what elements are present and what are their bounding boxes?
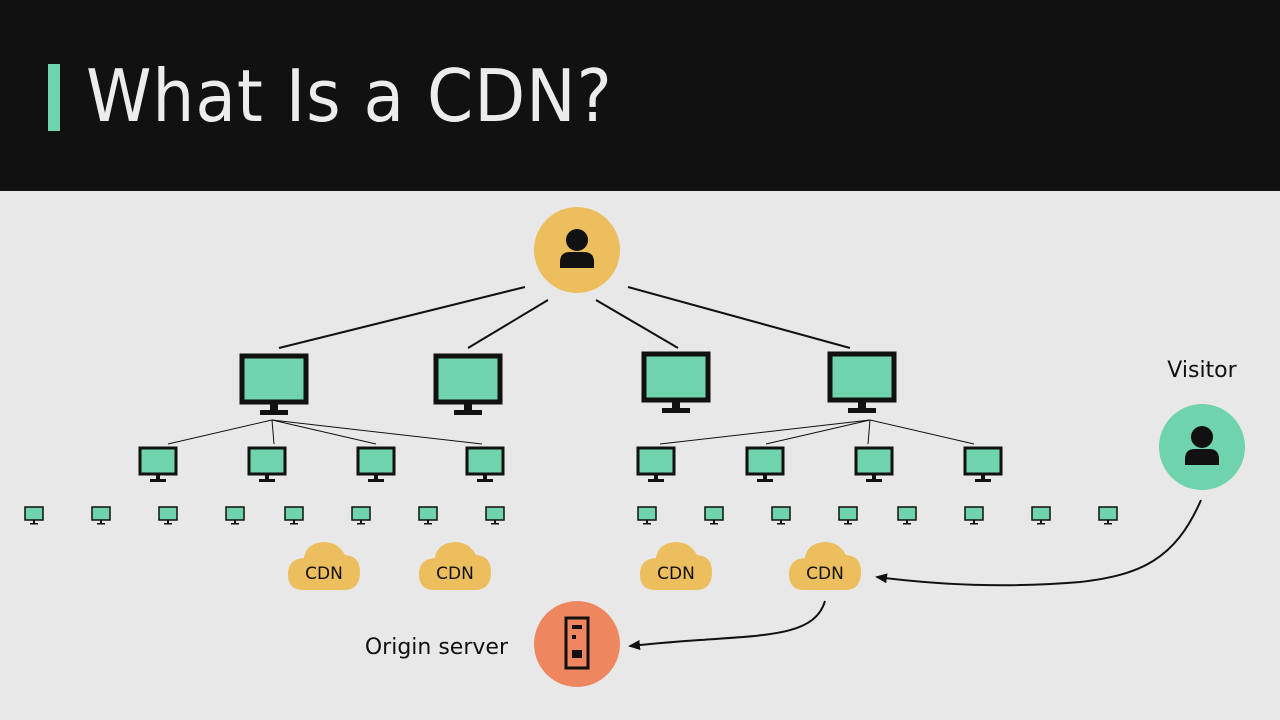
monitor-icon xyxy=(704,506,724,525)
monitor-icon xyxy=(1031,506,1051,525)
monitor-icon xyxy=(225,506,245,525)
cdn-cloud-2: CDN xyxy=(419,542,491,590)
cdn-cloud-1: CDN xyxy=(288,542,360,590)
origin-server-node: Origin server xyxy=(365,601,620,687)
cloud-icon xyxy=(419,542,491,590)
monitor-icon xyxy=(827,351,897,413)
monitor-icon xyxy=(433,353,503,415)
title-header: What Is a CDN? xyxy=(0,0,1280,191)
level2-monitors xyxy=(138,446,1003,482)
cdn-label: CDN xyxy=(305,564,343,584)
monitor-icon xyxy=(637,506,657,525)
cdn-cloud-3: CDN xyxy=(640,542,712,590)
visitor-to-cdn-arrow xyxy=(875,499,1202,587)
cdn-label: CDN xyxy=(657,564,695,584)
monitor-icon xyxy=(284,506,304,525)
origin-label: Origin server xyxy=(365,635,509,660)
title-accent-bar xyxy=(48,64,60,131)
monitor-icon xyxy=(418,506,438,525)
cloud-icon xyxy=(288,542,360,590)
tree-links-level2 xyxy=(167,419,975,445)
cloud-icon xyxy=(789,542,861,590)
origin-circle xyxy=(534,601,620,687)
monitor-icon xyxy=(91,506,111,525)
monitor-icon xyxy=(838,506,858,525)
level1-monitors xyxy=(239,351,897,415)
cdn-label: CDN xyxy=(436,564,474,584)
monitor-icon xyxy=(465,446,505,482)
monitor-icon xyxy=(485,506,505,525)
cdn-to-origin-arrow xyxy=(628,600,826,650)
cdn-cloud-4: CDN xyxy=(789,542,861,590)
monitor-icon xyxy=(745,446,785,482)
tree-links-level1 xyxy=(278,286,851,349)
cdn-clouds: CDN CDN CDN CDN xyxy=(288,542,861,590)
visitor-label: Visitor xyxy=(1167,358,1237,383)
person-icon xyxy=(560,229,594,268)
monitor-icon xyxy=(641,351,711,413)
page-title: What Is a CDN? xyxy=(86,54,613,138)
level3-monitors xyxy=(24,506,1118,525)
person-icon xyxy=(1185,426,1219,465)
top-user-node xyxy=(534,207,620,293)
visitor-node: Visitor xyxy=(1159,358,1245,490)
monitor-icon xyxy=(351,506,371,525)
monitor-icon xyxy=(854,446,894,482)
monitor-icon xyxy=(963,446,1003,482)
monitor-icon xyxy=(247,446,287,482)
monitor-icon xyxy=(636,446,676,482)
monitor-icon xyxy=(158,506,178,525)
monitor-icon xyxy=(1098,506,1118,525)
cdn-label: CDN xyxy=(806,564,844,584)
server-icon xyxy=(564,616,590,670)
monitor-icon xyxy=(897,506,917,525)
monitor-icon xyxy=(138,446,178,482)
monitor-icon xyxy=(964,506,984,525)
monitor-icon xyxy=(356,446,396,482)
cloud-icon xyxy=(640,542,712,590)
monitor-icon xyxy=(771,506,791,525)
monitor-icon xyxy=(239,353,309,415)
monitor-icon xyxy=(24,506,44,525)
